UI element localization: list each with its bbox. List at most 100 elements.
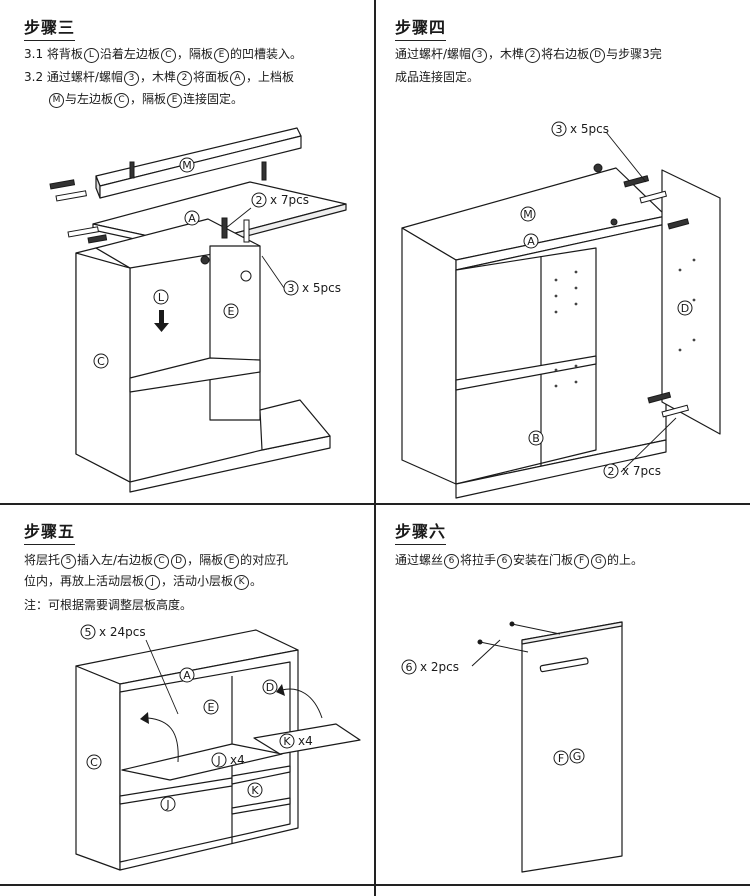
- step5-label-a: A: [183, 669, 191, 682]
- step5-callout-pin-num: 5: [85, 626, 92, 639]
- instruction-text: ，上档板: [245, 70, 294, 84]
- step3-callout-dowel-num: 2: [256, 194, 263, 207]
- instruction-text: ，木榫: [139, 70, 176, 84]
- step6-label-g: G: [573, 750, 582, 763]
- step6-callout-screws: x 2pcs: [420, 660, 459, 674]
- part-marker: E: [167, 93, 183, 108]
- instruction-text: 的对应孔: [240, 553, 289, 567]
- step3-label-l: L: [158, 291, 165, 304]
- instruction-text: 通过螺丝: [395, 553, 444, 567]
- step5-note: 注：可根据需要调整层板高度。: [24, 598, 193, 612]
- instruction-text: 3.1 将背板: [24, 47, 83, 61]
- step4-label-d: D: [681, 302, 689, 315]
- instruction-text: 与步骤3完: [606, 47, 662, 61]
- instruction-text: 安装在门板: [513, 553, 574, 567]
- step3-title: 步骤三: [24, 14, 76, 41]
- step5-label-j-loose: J: [216, 754, 220, 767]
- instruction-text: 与左边板: [65, 92, 114, 106]
- part-marker: C: [160, 48, 176, 63]
- divider-vertical-bottom: [374, 504, 376, 896]
- divider-horizontal-middle: [0, 503, 750, 505]
- divider-horizontal-bottom: [0, 884, 750, 886]
- step5-label-k-loose: K: [283, 735, 291, 748]
- part-marker: 3: [472, 48, 488, 63]
- part-marker: D: [171, 554, 187, 569]
- divider-vertical-top: [374, 0, 376, 504]
- part-marker: F: [574, 554, 590, 569]
- step6-callout-screw-num: 6: [406, 661, 413, 674]
- instruction-text: 3.2 通过螺杆/螺帽: [24, 70, 123, 84]
- part-marker: 2: [525, 48, 541, 63]
- step4-label-m: M: [523, 208, 533, 221]
- step4-instruction-line2: 成品连接固定。: [395, 67, 479, 88]
- step3-callout-bolts: x 5pcs: [302, 281, 341, 295]
- step4-callout-dowels: x 7pcs: [622, 464, 661, 478]
- instruction-text: 将拉手: [460, 553, 497, 567]
- instruction-text: 的上。: [607, 553, 644, 567]
- step4-label-b: B: [532, 432, 540, 445]
- step3-label-m: M: [182, 159, 192, 172]
- step5-label-d: D: [266, 681, 274, 694]
- step4-title: 步骤四: [395, 14, 447, 41]
- step5-callout-j-count: x4: [230, 753, 245, 767]
- instruction-text: 插入左/右边板: [77, 553, 154, 567]
- step5-callout-pins: x 24pcs: [99, 625, 146, 639]
- step3-label-a: A: [188, 212, 196, 225]
- part-marker: 3: [123, 71, 139, 86]
- part-marker: E: [213, 48, 229, 63]
- step5-label-k: K: [251, 784, 259, 797]
- part-marker: K: [234, 575, 250, 590]
- instruction-text: ，活动小层板: [161, 574, 234, 588]
- instruction-text: 将右边板: [541, 47, 590, 61]
- instruction-text: 成品连接固定。: [395, 70, 480, 84]
- instruction-text: 。: [250, 574, 263, 588]
- step6-title: 步骤六: [395, 518, 447, 545]
- step3-label-c: C: [97, 355, 105, 368]
- step5-callout-k-count: x4: [298, 734, 313, 748]
- step3-callout-bolt-num: 3: [288, 282, 295, 295]
- part-marker: D: [590, 48, 606, 63]
- instruction-text: 的凹槽装入。: [229, 47, 302, 61]
- part-marker: 6: [444, 554, 460, 569]
- instruction-text: 沿着左边板: [99, 47, 160, 61]
- part-marker: J: [145, 575, 161, 590]
- step5-label-c: C: [90, 756, 98, 769]
- step3-label-e: E: [228, 305, 235, 318]
- instruction-text: ，隔板: [130, 92, 167, 106]
- instruction-text: ，隔板: [176, 47, 213, 61]
- instruction-text: 位内，再放上活动层板: [24, 574, 145, 588]
- part-marker: 5: [61, 554, 77, 569]
- step5-label-j: J: [165, 798, 169, 811]
- part-marker: C: [154, 554, 170, 569]
- part-marker: M: [49, 93, 64, 108]
- step5-label-e: E: [208, 701, 215, 714]
- step4-label-a: A: [527, 235, 535, 248]
- step4-illustration: M A D B 3 2 x 5pcs x 7pcs: [401, 121, 721, 499]
- part-marker: G: [591, 554, 607, 569]
- step5-title: 步骤五: [24, 518, 76, 545]
- part-marker: L: [83, 48, 99, 63]
- instruction-text: ，隔板: [187, 553, 224, 567]
- instruction-text: ，木榫: [488, 47, 525, 61]
- part-marker: E: [224, 554, 240, 569]
- instruction-text: 将层托: [24, 553, 61, 567]
- step6-illustration: 6 F G x 2pcs: [401, 621, 623, 873]
- step4-callout-bolts: x 5pcs: [570, 122, 609, 136]
- instruction-text: 连接固定。: [183, 92, 244, 106]
- part-marker: 2: [176, 71, 192, 86]
- step5-illustration: A C D E J K J K 5 x 24pcs x4 x4: [75, 624, 361, 871]
- step4-callout-dowel-num: 2: [608, 465, 615, 478]
- instruction-text: 通过螺杆/螺帽: [395, 47, 472, 61]
- step3-illustration: M A L C E 2 3 x 7pcs x 5pcs: [49, 127, 347, 493]
- step4-callout-bolt-num: 3: [556, 123, 563, 136]
- part-marker: 6: [497, 554, 513, 569]
- step6-label-f: F: [558, 752, 564, 765]
